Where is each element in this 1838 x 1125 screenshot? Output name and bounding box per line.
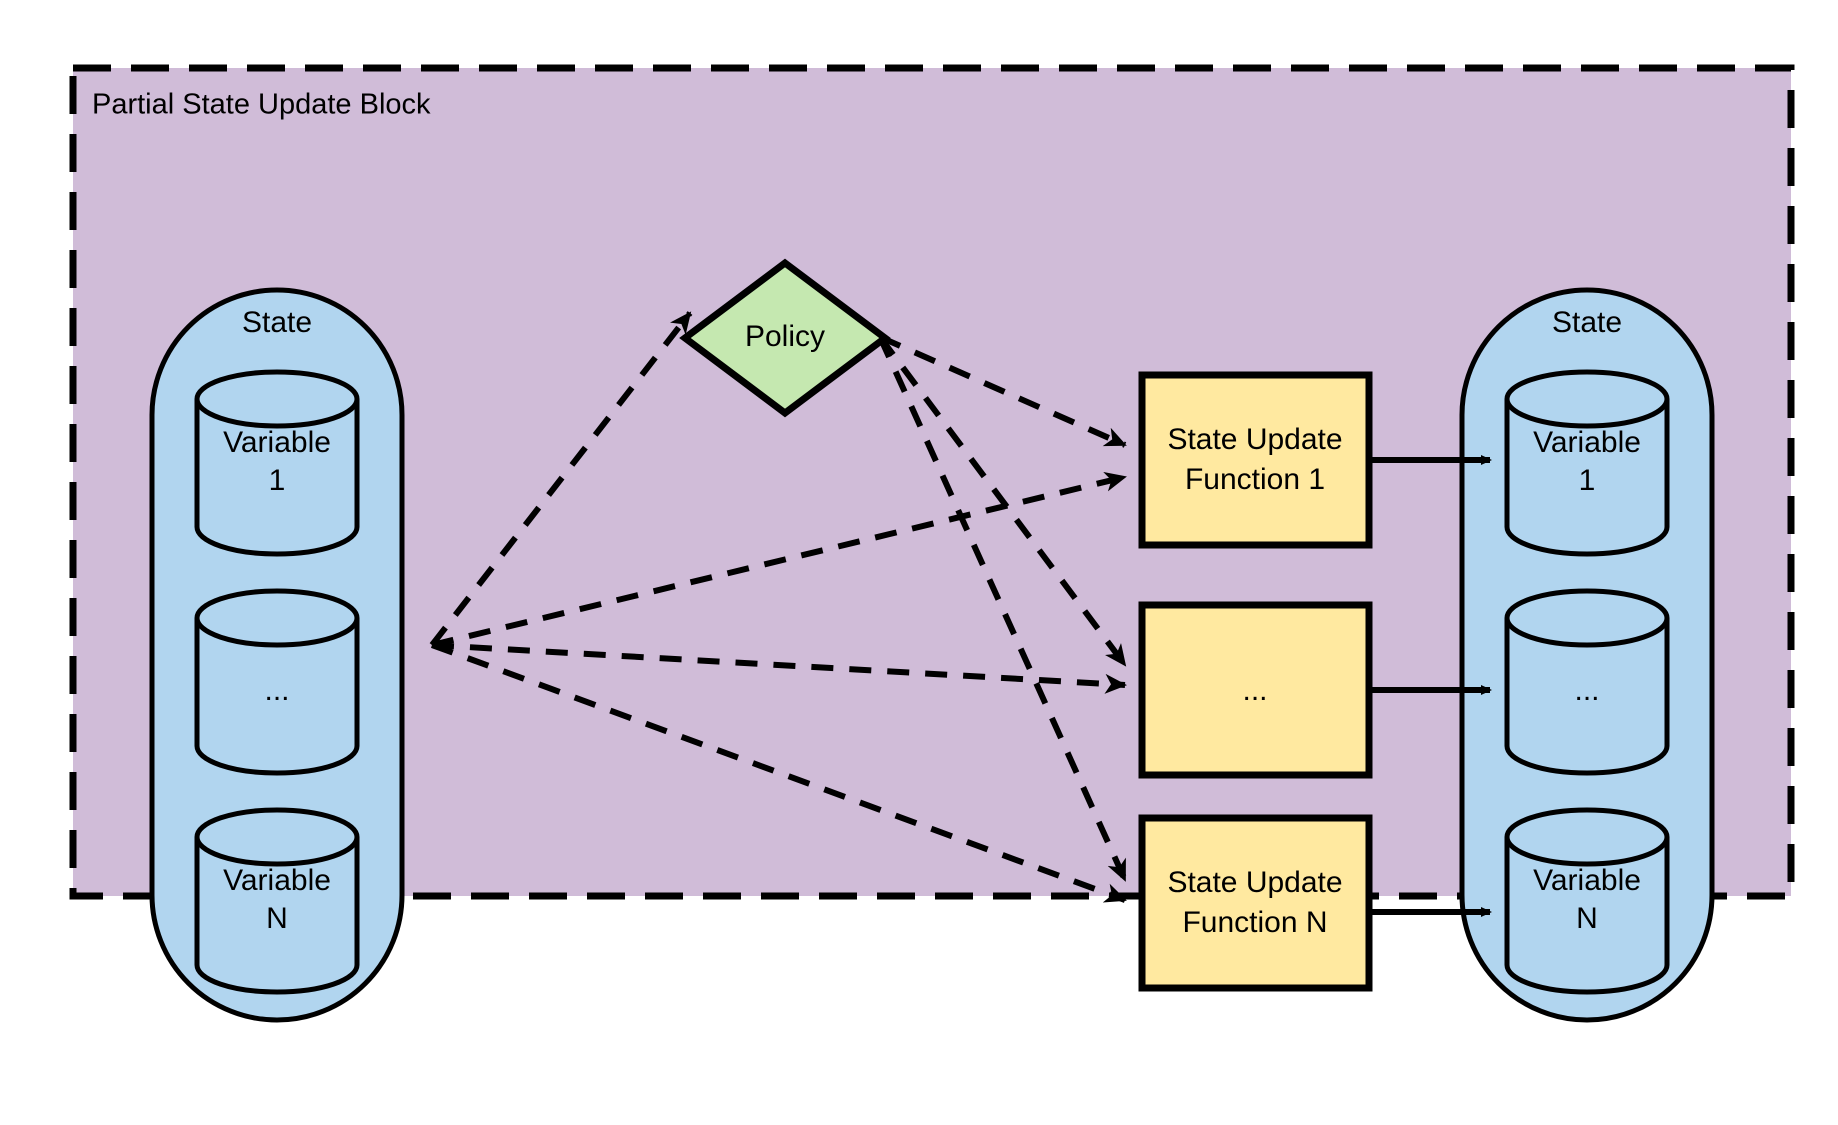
state-update-function-3[interactable]: State Update Function N xyxy=(1138,814,1373,992)
input-variable-3-line1: Variable xyxy=(223,864,331,897)
input-variable-2-line1: ... xyxy=(264,674,289,707)
edge-state-to-policy xyxy=(429,311,693,647)
edge-state-to-function-2 xyxy=(431,642,1127,694)
output-variable-cylinder-1: Variable 1 xyxy=(1504,369,1670,557)
output-state-label: State xyxy=(1552,306,1622,339)
input-variable-cylinder-3: Variable N xyxy=(194,807,360,995)
edge-state-to-function-1 xyxy=(431,471,1127,648)
state-update-function-1-line1: State Update xyxy=(1167,423,1342,456)
output-variable-cylinder-3: Variable N xyxy=(1504,807,1670,995)
state-update-function-1[interactable]: State Update Function 1 xyxy=(1138,371,1373,549)
edge-policy-to-function-1 xyxy=(878,334,1127,448)
block-title: Partial State Update Block xyxy=(92,89,431,121)
output-variable-1-line2: 1 xyxy=(1579,464,1596,497)
input-variable-cylinder-2: ... xyxy=(194,588,360,776)
output-variable-cylinder-2: ... xyxy=(1504,588,1670,776)
edge-policy-to-function-3 xyxy=(877,335,1128,882)
policy-label: Policy xyxy=(745,320,825,353)
state-update-function-2[interactable]: ... xyxy=(1138,601,1373,779)
edge-state-to-function-3 xyxy=(430,642,1127,903)
input-variable-1-line1: Variable xyxy=(223,426,331,459)
output-variable-3-line2: N xyxy=(1576,902,1598,935)
edge-policy-to-function-2 xyxy=(877,335,1128,667)
output-variable-2-line1: ... xyxy=(1574,674,1599,707)
output-variable-3-line1: Variable xyxy=(1533,864,1641,897)
state-update-function-3-line2: Function N xyxy=(1182,906,1327,939)
output-variable-1-line1: Variable xyxy=(1533,426,1641,459)
state-update-function-2-line1: ... xyxy=(1242,674,1267,707)
input-variable-1-line2: 1 xyxy=(269,464,286,497)
policy-node[interactable]: Policy xyxy=(679,258,891,418)
state-update-function-1-line2: Function 1 xyxy=(1185,463,1325,496)
input-variable-3-line2: N xyxy=(266,902,288,935)
input-variable-cylinder-1: Variable 1 xyxy=(194,369,360,557)
input-state-label: State xyxy=(242,306,312,339)
state-update-function-3-line1: State Update xyxy=(1167,866,1342,899)
